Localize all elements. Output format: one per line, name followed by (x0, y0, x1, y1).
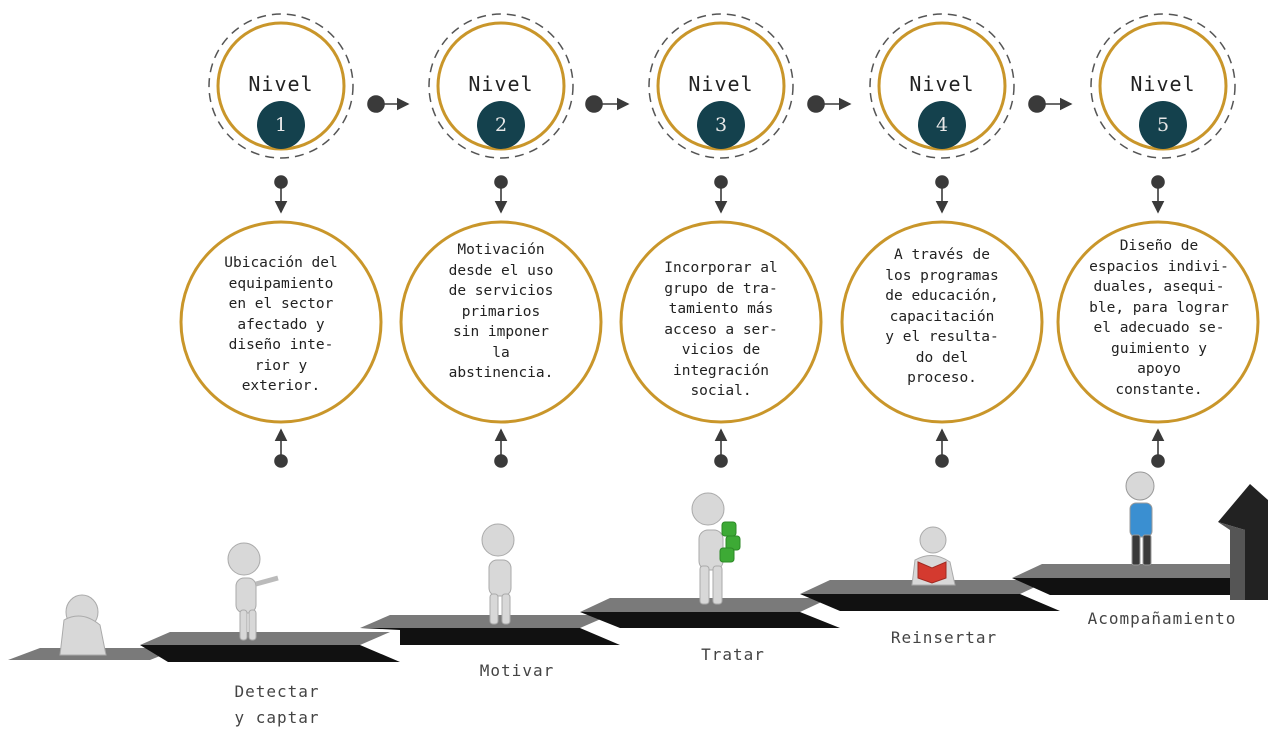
level-3-ring (656, 21, 786, 151)
figure-motivate (227, 542, 279, 641)
level-1-label: Nivel (248, 72, 314, 96)
level-3-label: Nivel (688, 72, 754, 96)
level-3-outer-ring (648, 13, 794, 159)
description-circle-3 (619, 220, 823, 424)
figure-treat (691, 492, 741, 605)
step-label-reinsert: Reinsertar (890, 628, 998, 647)
step-label-motivate: Motivar (479, 661, 555, 680)
level-4-description: A través de los programas de educación, … (885, 247, 999, 386)
level-4-outer-ring (869, 13, 1015, 159)
level-2-ring (436, 21, 566, 151)
level-5-ring (1098, 21, 1228, 151)
staircase (8, 484, 1268, 662)
level-2-label: Nivel (468, 72, 534, 96)
level-1-outer-ring (208, 13, 354, 159)
level-4-number-badge: 4 (918, 101, 966, 149)
step-label-detect: Detectar y captar (234, 682, 320, 727)
description-circles (179, 220, 1260, 424)
level-connectors (367, 95, 1073, 113)
level-5-number-badge: 5 (1139, 101, 1187, 149)
step-label-accompany: Acompañamiento (1087, 609, 1237, 628)
level-5-label: Nivel (1130, 72, 1196, 96)
description-circle-1 (179, 220, 383, 424)
level-3-description: Incorporar al grupo de tra- tamiento más… (664, 260, 778, 399)
level-1-ring (216, 21, 346, 151)
description-circle-5 (1056, 220, 1260, 424)
level-1-description: Ubicación del equipamiento en el sector … (224, 255, 338, 394)
level-2-number-badge: 2 (477, 101, 525, 149)
level-rings (208, 13, 1236, 159)
figure-read (911, 526, 956, 586)
level-1-number-badge: 1 (257, 101, 305, 149)
level-3-number-badge: 3 (697, 101, 745, 149)
description-circle-2 (399, 220, 603, 424)
figure-detect (59, 594, 107, 656)
step-label-treat: Tratar (701, 645, 765, 664)
level-2-outer-ring (428, 13, 574, 159)
description-circle-4 (840, 220, 1044, 424)
figure-accompany (1125, 471, 1155, 566)
level-5-outer-ring (1090, 13, 1236, 159)
level-4-label: Nivel (909, 72, 975, 96)
level-5-description: Diseño de espacios indivi- duales, asequ… (1089, 238, 1229, 398)
figure-think (481, 523, 515, 625)
level-4-ring (877, 21, 1007, 151)
level-2-description: Motivación desde el uso de servicios pri… (448, 242, 554, 381)
vertical-connectors (274, 175, 1165, 468)
